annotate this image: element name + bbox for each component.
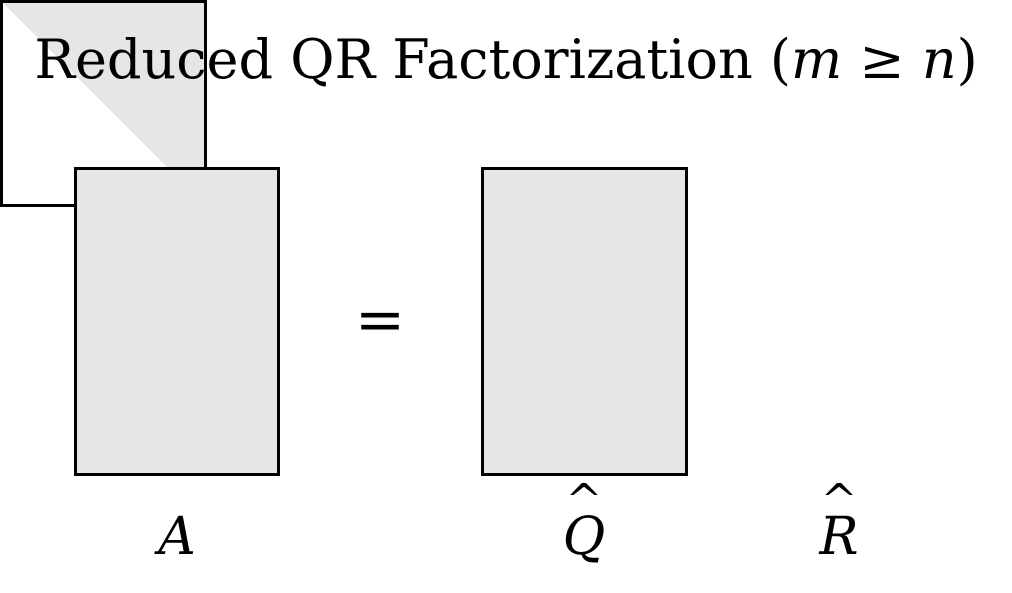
matrix-q-hat-block [481,167,688,476]
matrix-a-label: A [158,507,196,567]
condition-close-paren: ) [956,28,978,91]
condition-rhs: n [921,28,957,91]
r-letter: R [819,507,859,567]
r-hat-symbol: ^ R [819,479,859,569]
matrix-r-hat-label: ^ R [779,479,899,569]
diagram-title: Reduced QR Factorization (m ≥ n) [0,20,1012,100]
condition-relation: ≥ [859,28,905,91]
condition-lhs: m [791,28,843,91]
q-letter: Q [562,507,606,567]
matrix-a-block [74,167,280,476]
r-hat-accent: ^ [820,475,858,526]
title-text: Reduced QR Factorization [34,28,753,91]
q-hat-accent: ^ [565,475,603,526]
matrix-q-hat-label: ^ Q [524,479,644,569]
condition-open-paren: ( [769,28,791,91]
matrix-r-hat-block [0,0,207,207]
upper-triangle-fill [1,1,206,206]
q-hat-symbol: ^ Q [562,479,606,569]
upper-triangular-matrix-graphic [0,0,207,207]
equals-sign: = [354,285,406,355]
title-condition: (m ≥ n) [770,28,978,91]
